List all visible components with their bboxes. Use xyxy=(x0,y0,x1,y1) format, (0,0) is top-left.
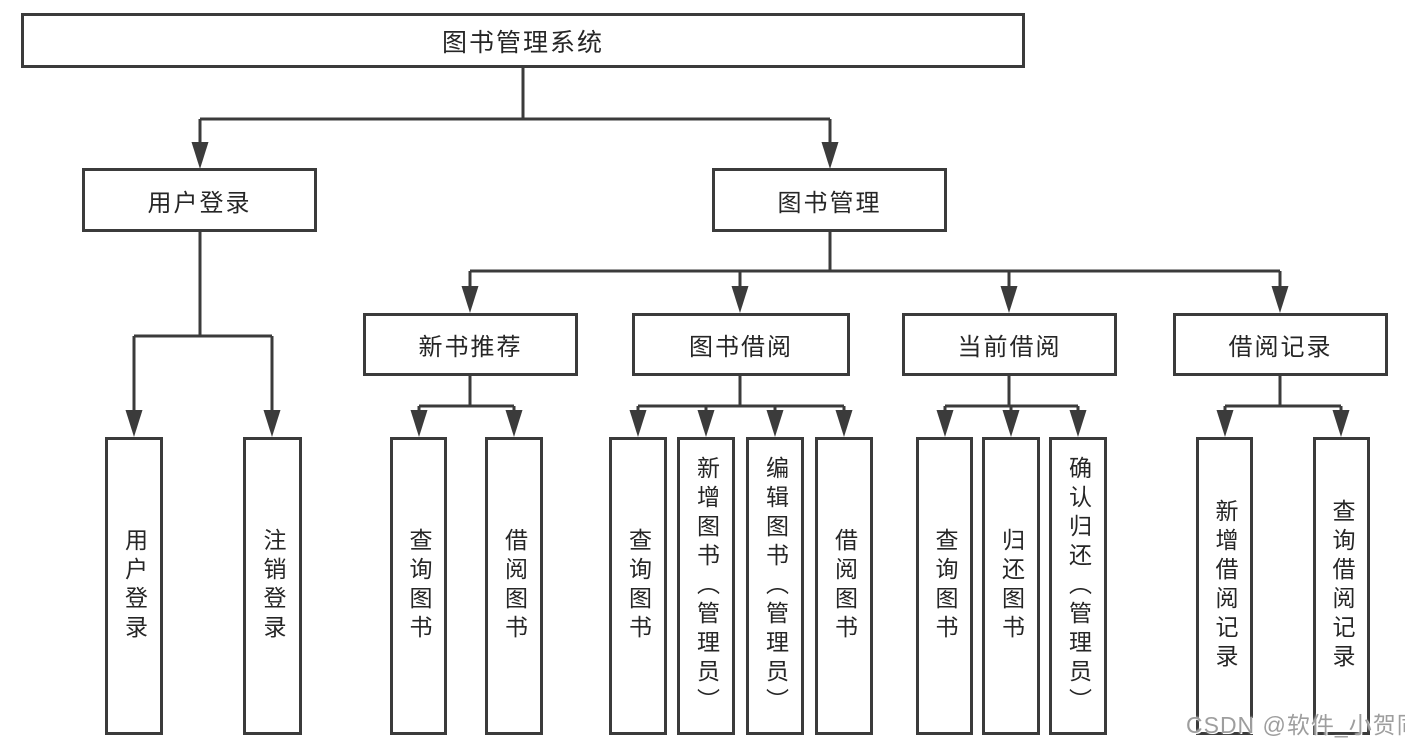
node-label: 借阅图书 xyxy=(831,528,858,644)
connector-new-book-subtree xyxy=(410,376,523,437)
connector-current-borrow-subtree xyxy=(936,376,1087,437)
node-label: 新增图书（管理员） xyxy=(693,455,720,717)
leaf-query-books-recommend: 查询图书 xyxy=(390,437,447,735)
connector-borrow-records-subtree xyxy=(1216,376,1350,437)
leaf-return-book: 归还图书 xyxy=(982,437,1040,735)
leaf-add-book-admin: 新增图书（管理员） xyxy=(677,437,735,735)
node-book-borrow: 图书借阅 xyxy=(632,313,850,376)
connector-book-borrow-subtree xyxy=(629,376,853,437)
node-borrow-records: 借阅记录 xyxy=(1173,313,1388,376)
node-user-login: 用户登录 xyxy=(82,168,317,232)
node-label: 确认归还（管理员） xyxy=(1065,455,1092,717)
leaf-query-books-borrow: 查询图书 xyxy=(609,437,667,735)
node-label: 用户登录 xyxy=(147,189,252,217)
leaf-borrow-books: 借阅图书 xyxy=(815,437,873,735)
node-label: 查询借阅记录 xyxy=(1329,499,1355,673)
leaf-edit-book-admin: 编辑图书（管理员） xyxy=(746,437,804,735)
node-label: 图书借阅 xyxy=(689,334,793,361)
node-current-borrow: 当前借阅 xyxy=(902,313,1117,376)
node-label: 当前借阅 xyxy=(957,334,1062,361)
connector-user-login-subtree xyxy=(125,232,281,437)
node-label: 借阅记录 xyxy=(1228,334,1333,361)
leaf-query-books-current: 查询图书 xyxy=(916,437,973,735)
node-label: 注销登录 xyxy=(260,528,286,644)
node-label: 图书管理 xyxy=(777,189,882,217)
node-label: 新增借阅记录 xyxy=(1212,499,1238,673)
node-label: 查询图书 xyxy=(932,528,958,644)
node-label: 归还图书 xyxy=(998,528,1025,644)
leaf-query-borrow-record: 查询借阅记录 xyxy=(1313,437,1370,735)
node-label: 查询图书 xyxy=(406,528,432,644)
leaf-add-borrow-record: 新增借阅记录 xyxy=(1196,437,1253,735)
node-new-book-recommend: 新书推荐 xyxy=(363,313,578,376)
node-book-management: 图书管理 xyxy=(712,168,947,232)
node-label: 图书管理系统 xyxy=(441,28,604,57)
node-label: 新书推荐 xyxy=(418,334,523,361)
connector-root-to-level2 xyxy=(191,68,839,169)
node-label: 查询图书 xyxy=(625,528,652,644)
leaf-logout: 注销登录 xyxy=(243,437,302,735)
connector-book-management-to-level3 xyxy=(461,232,1289,313)
node-label: 用户登录 xyxy=(121,528,148,644)
leaf-confirm-return-admin: 确认归还（管理员） xyxy=(1049,437,1107,735)
leaf-user-login: 用户登录 xyxy=(105,437,163,735)
leaf-borrow-books-recommend: 借阅图书 xyxy=(485,437,543,735)
node-label: 借阅图书 xyxy=(501,528,528,644)
node-root: 图书管理系统 xyxy=(21,13,1025,68)
watermark-text: CSDN @软件_小贺同学 xyxy=(1186,712,1405,738)
node-label: 编辑图书（管理员） xyxy=(762,455,789,717)
